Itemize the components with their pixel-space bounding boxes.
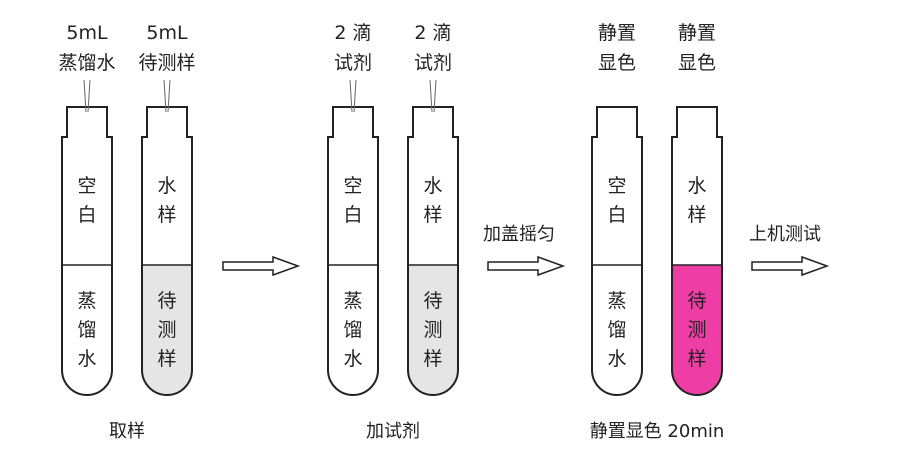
tube-top-label: 显色 <box>597 52 636 74</box>
tube-liquid <box>672 265 722 395</box>
test-tube <box>407 79 459 396</box>
tube-liquid <box>328 265 378 395</box>
tube-lower-label: 蒸馏水 <box>77 289 97 370</box>
tube-top-label: 静置 <box>677 22 716 44</box>
process-arrow-icon <box>487 255 566 277</box>
tube-upper-label: 空白 <box>343 175 363 226</box>
tube-lower-label: 待测样 <box>687 289 707 370</box>
tube-lower-label: 待测样 <box>423 289 443 370</box>
test-tube <box>591 106 643 396</box>
tube-outline <box>141 106 193 396</box>
tube-upper-label: 空白 <box>607 175 627 226</box>
tube-top-label: 2 滴 <box>334 22 372 44</box>
test-tube <box>671 106 723 396</box>
test-tube <box>61 79 113 396</box>
process-arrow-icon <box>751 255 830 277</box>
tube-upper-label: 空白 <box>77 175 97 226</box>
tube-liquid <box>142 265 192 395</box>
tube-top-label: 5mL <box>66 22 108 44</box>
test-tube <box>327 79 379 396</box>
tube-liquid <box>592 265 642 395</box>
tube-liquid <box>408 265 458 395</box>
stage-caption: 取样 <box>109 421 145 442</box>
pipette-icon <box>163 79 171 113</box>
tube-outline <box>671 106 723 396</box>
pipette-icon <box>349 79 357 113</box>
tube-top-label: 显色 <box>677 52 716 74</box>
tube-outline <box>407 106 459 396</box>
tube-top-label: 5mL <box>146 22 188 44</box>
tube-outline <box>327 106 379 396</box>
tube-upper-label: 水样 <box>423 175 443 226</box>
stage-caption: 加试剂 <box>366 421 420 442</box>
tube-top-label: 静置 <box>597 22 636 44</box>
tube-top-label: 待测样 <box>138 52 196 74</box>
tube-outline <box>591 106 643 396</box>
tube-top-label: 试剂 <box>413 52 452 74</box>
tube-top-label: 试剂 <box>333 52 372 74</box>
process-arrow-icon <box>222 255 301 277</box>
tube-liquid <box>62 265 112 395</box>
tube-lower-label: 蒸馏水 <box>607 289 627 370</box>
pipette-icon <box>429 79 437 113</box>
stage-caption: 静置显色 20min <box>589 421 725 442</box>
arrow-label: 加盖摇匀 <box>483 224 555 245</box>
tube-top-label: 蒸馏水 <box>58 52 116 74</box>
tube-upper-label: 水样 <box>157 175 177 226</box>
tube-upper-label: 水样 <box>687 175 707 226</box>
pipette-icon <box>83 79 91 113</box>
tube-lower-label: 待测样 <box>157 289 177 370</box>
test-tube <box>141 79 193 396</box>
arrow-label: 上机测试 <box>749 224 821 245</box>
tube-outline <box>61 106 113 396</box>
tube-lower-label: 蒸馏水 <box>343 289 363 370</box>
tube-top-label: 2 滴 <box>414 22 452 44</box>
